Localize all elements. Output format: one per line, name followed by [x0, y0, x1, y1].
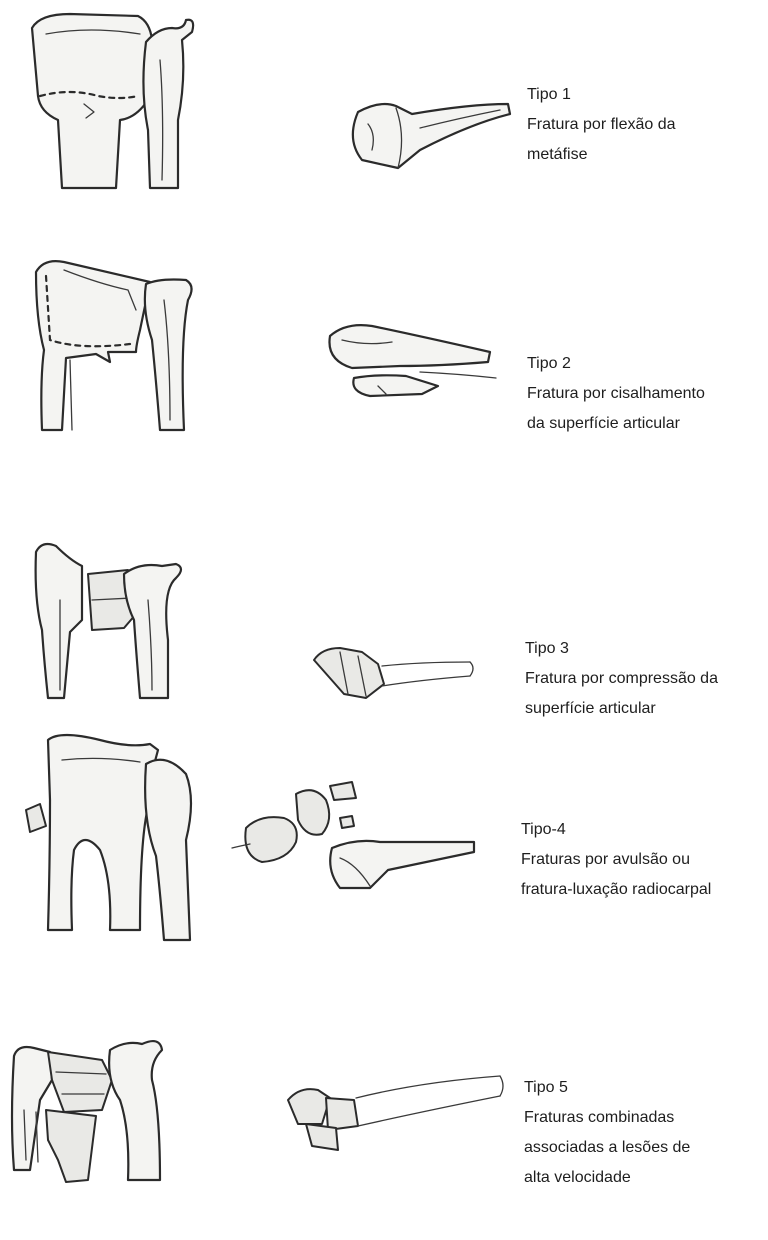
type-3-title: Tipo 3 — [525, 634, 718, 664]
type-5-title: Tipo 5 — [524, 1073, 690, 1103]
type-5-description-line-3: alta velocidade — [524, 1163, 690, 1193]
type-4-frontal-drawing — [26, 735, 191, 940]
type-1-description-line-2: metáfise — [527, 140, 676, 170]
type-4-title: Tipo-4 — [521, 815, 711, 845]
type-4-label: Tipo-4 Fraturas por avulsão ou fratura-l… — [521, 815, 711, 905]
type-1-label: Tipo 1 Fratura por flexão da metáfise — [527, 80, 676, 170]
type-4-description-line-2: fratura-luxação radiocarpal — [521, 875, 711, 905]
type-2-lateral-drawing — [329, 325, 496, 396]
type-1-lateral-drawing — [353, 104, 510, 168]
type-3-frontal-drawing — [36, 544, 181, 698]
type-2-description-line-2: da superfície articular — [527, 409, 705, 439]
type-1-description-line-1: Fratura por flexão da — [527, 110, 676, 140]
type-3-description-line-1: Fratura por compressão da — [525, 664, 718, 694]
type-5-description-line-2: associadas a lesões de — [524, 1133, 690, 1163]
type-3-lateral-drawing — [314, 648, 473, 698]
type-2-frontal-drawing — [36, 261, 192, 430]
type-5-label: Tipo 5 Fraturas combinadas associadas a … — [524, 1073, 690, 1193]
type-1-title: Tipo 1 — [527, 80, 676, 110]
type-2-label: Tipo 2 Fratura por cisalhamento da super… — [527, 349, 705, 439]
type-5-lateral-drawing — [288, 1076, 503, 1150]
type-2-title: Tipo 2 — [527, 349, 705, 379]
type-5-description-line-1: Fraturas combinadas — [524, 1103, 690, 1133]
type-1-frontal-drawing — [32, 14, 193, 188]
type-3-description-line-2: superfície articular — [525, 694, 718, 724]
type-4-lateral-drawing — [232, 782, 474, 888]
type-4-description-line-1: Fraturas por avulsão ou — [521, 845, 711, 875]
type-5-frontal-drawing — [12, 1041, 162, 1182]
type-3-label: Tipo 3 Fratura por compressão da superfí… — [525, 634, 718, 724]
type-2-description-line-1: Fratura por cisalhamento — [527, 379, 705, 409]
